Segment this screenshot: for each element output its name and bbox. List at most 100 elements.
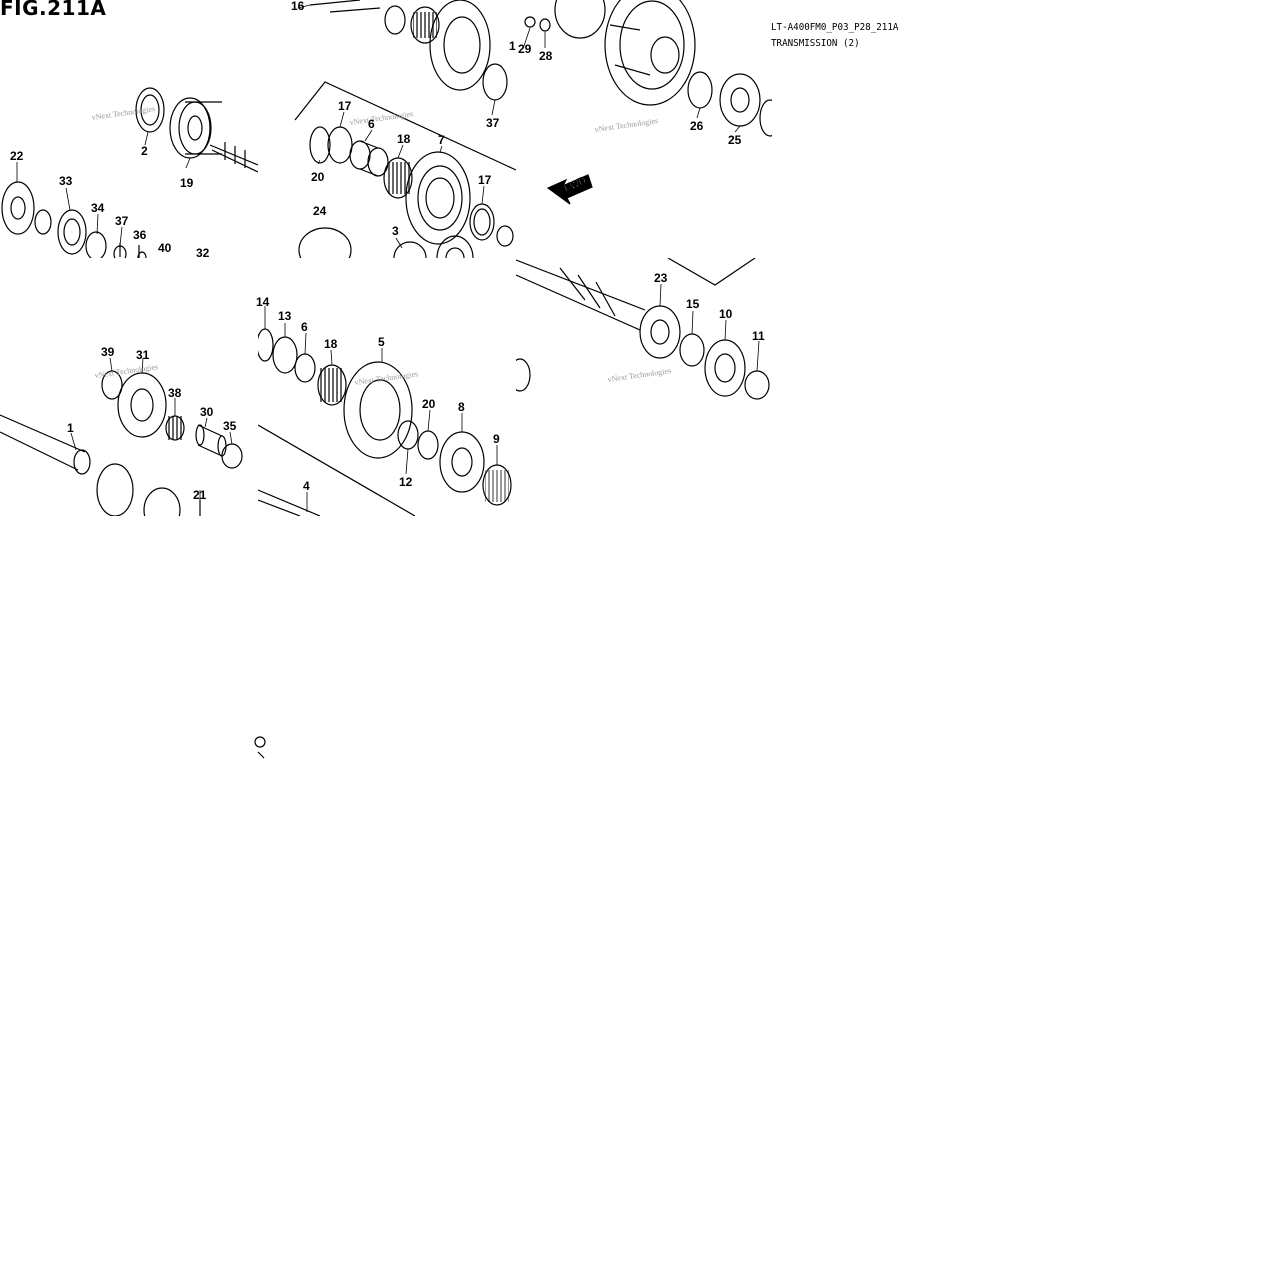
figure-code: LT-A400FM0_P03_P28_211A (771, 22, 899, 33)
callout-20: 20 (311, 170, 325, 184)
callout-39: 39 (101, 345, 115, 359)
callout-4: 4 (303, 479, 310, 493)
callout-17b: 17 (478, 173, 492, 187)
gear (96, 463, 134, 516)
bushing (294, 353, 316, 383)
circlip (417, 430, 439, 460)
oil-seal (135, 87, 165, 133)
callout-1b: 1 (67, 421, 74, 435)
circlip (482, 63, 508, 101)
needle-bearing (410, 6, 440, 44)
callout-34: 34 (91, 201, 105, 215)
callout-11: 11 (752, 329, 765, 343)
gear (429, 0, 491, 91)
spacer (221, 443, 243, 469)
washer (258, 328, 274, 362)
tile-top-right: FWD (524, 0, 772, 205)
callout-18: 18 (397, 132, 411, 146)
callout-12: 12 (399, 475, 413, 489)
watermark-1: vNext Technologies (91, 104, 156, 122)
callout-1: 1 (509, 39, 516, 53)
callout-8: 8 (458, 400, 465, 414)
watermark-6: vNext Technologies (607, 366, 672, 384)
callout-7: 7 (438, 133, 445, 147)
output-shaft (516, 259, 646, 331)
callout-3: 3 (392, 224, 399, 238)
callout-17: 17 (338, 99, 352, 113)
figure-name: TRANSMISSION (2) (771, 38, 860, 49)
callout-15: 15 (686, 297, 700, 311)
callout-36: 36 (133, 228, 147, 242)
callout-31: 31 (136, 348, 150, 362)
callout-22: 22 (10, 149, 24, 163)
callout-20b: 20 (422, 397, 436, 411)
bearing (1, 181, 35, 235)
bearing (298, 227, 352, 258)
callout-6b: 6 (301, 320, 308, 334)
callout-33: 33 (59, 174, 73, 188)
callout-29: 29 (518, 42, 532, 56)
callout-labels: 16 1 29 28 2 19 22 33 34 37 36 40 32 17 … (10, 0, 765, 502)
circlip (744, 370, 770, 400)
washer (539, 18, 551, 32)
callout-10: 10 (719, 307, 733, 321)
callout-13: 13 (278, 309, 292, 323)
circlip (309, 126, 331, 164)
callout-14: 14 (256, 295, 270, 309)
gear (57, 209, 87, 255)
driveshaft (258, 489, 321, 516)
bushing (349, 140, 371, 170)
watermark-5: vNext Technologies (354, 369, 419, 387)
leader-lines (16, 4, 760, 512)
watermark-4: vNext Technologies (94, 362, 159, 380)
callout-23: 23 (654, 271, 668, 285)
tile-top-left (1, 87, 258, 258)
callout-37b: 37 (486, 116, 500, 130)
bolt (524, 16, 536, 28)
gear (439, 431, 485, 493)
gear (704, 339, 746, 397)
washer (397, 420, 419, 450)
callout-16: 16 (291, 0, 305, 13)
figure-title: FIG.211A (0, 0, 107, 20)
gear (604, 0, 696, 106)
callout-9: 9 (493, 432, 500, 446)
callout-6: 6 (368, 117, 375, 131)
forward-arrow-icon: FWD (546, 174, 593, 205)
callout-25: 25 (728, 133, 742, 147)
callout-37: 37 (115, 214, 129, 228)
callout-35: 35 (223, 419, 237, 433)
callout-30: 30 (200, 405, 214, 419)
gear (85, 231, 107, 258)
tile-middle-middle (258, 328, 512, 516)
callout-26: 26 (690, 119, 704, 133)
watermark-3: vNext Technologies (594, 116, 659, 134)
callout-21: 21 (193, 488, 207, 502)
watermark-2: vNext Technologies (349, 109, 414, 127)
bearing (639, 305, 681, 359)
callout-2: 2 (141, 144, 148, 158)
gear (393, 241, 427, 258)
small-fragment (254, 736, 266, 759)
callout-32: 32 (196, 246, 210, 260)
bearing (719, 73, 761, 127)
washer (327, 126, 353, 164)
callout-24: 24 (313, 204, 327, 218)
gear (343, 361, 413, 459)
gear (405, 151, 471, 245)
countershaft (0, 414, 86, 471)
gear (117, 372, 167, 438)
washer (272, 336, 298, 374)
washer (679, 333, 705, 367)
washer (687, 71, 713, 109)
callout-40: 40 (158, 241, 172, 255)
tile-middle-left (0, 370, 243, 516)
callout-5: 5 (378, 335, 385, 349)
callout-18b: 18 (324, 337, 338, 351)
callout-38: 38 (168, 386, 182, 400)
gear (554, 0, 606, 39)
tile-top-middle (294, 0, 516, 258)
oil-seal (516, 358, 531, 392)
callout-28: 28 (539, 49, 553, 63)
